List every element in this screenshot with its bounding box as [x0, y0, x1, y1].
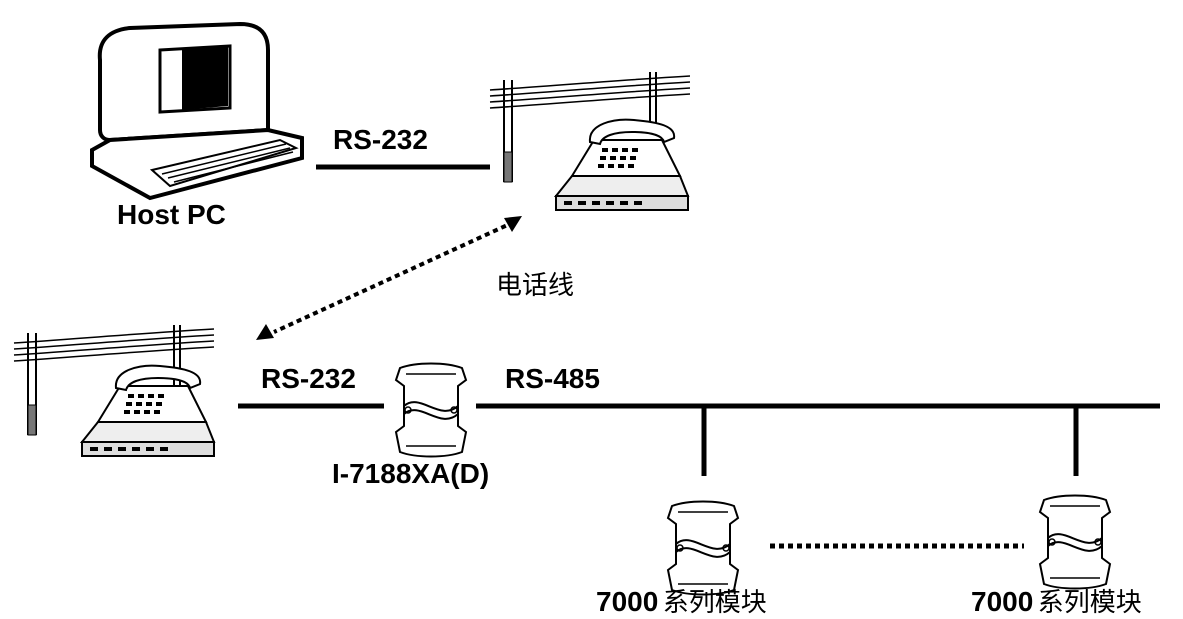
module-right-number: 7000: [971, 586, 1034, 617]
modem-telephone-icon: [555, 118, 689, 211]
modem-telephone-icon: [81, 364, 215, 457]
controller-module-icon: [395, 362, 467, 458]
host-pc-label: Host PC: [117, 199, 226, 230]
module-left-text: 系列模块: [662, 588, 767, 618]
module-right-label: 7000 系列模块: [971, 586, 1142, 618]
module-left-number: 7000: [596, 586, 659, 617]
module-left-label: 7000 系列模块: [596, 586, 767, 618]
phone-line-link: [256, 216, 522, 340]
rs485-label: RS-485: [505, 363, 600, 394]
controller-label: I-7188XA(D): [332, 458, 490, 489]
rs232-bottom-label: RS-232: [261, 363, 356, 394]
computer-icon: [90, 21, 304, 201]
module-icon: [667, 500, 739, 596]
rs232-top-label: RS-232: [333, 124, 428, 155]
module-right-text: 系列模块: [1037, 588, 1142, 618]
phone-line-label: 电话线: [496, 271, 575, 301]
module-icon: [1039, 494, 1111, 590]
